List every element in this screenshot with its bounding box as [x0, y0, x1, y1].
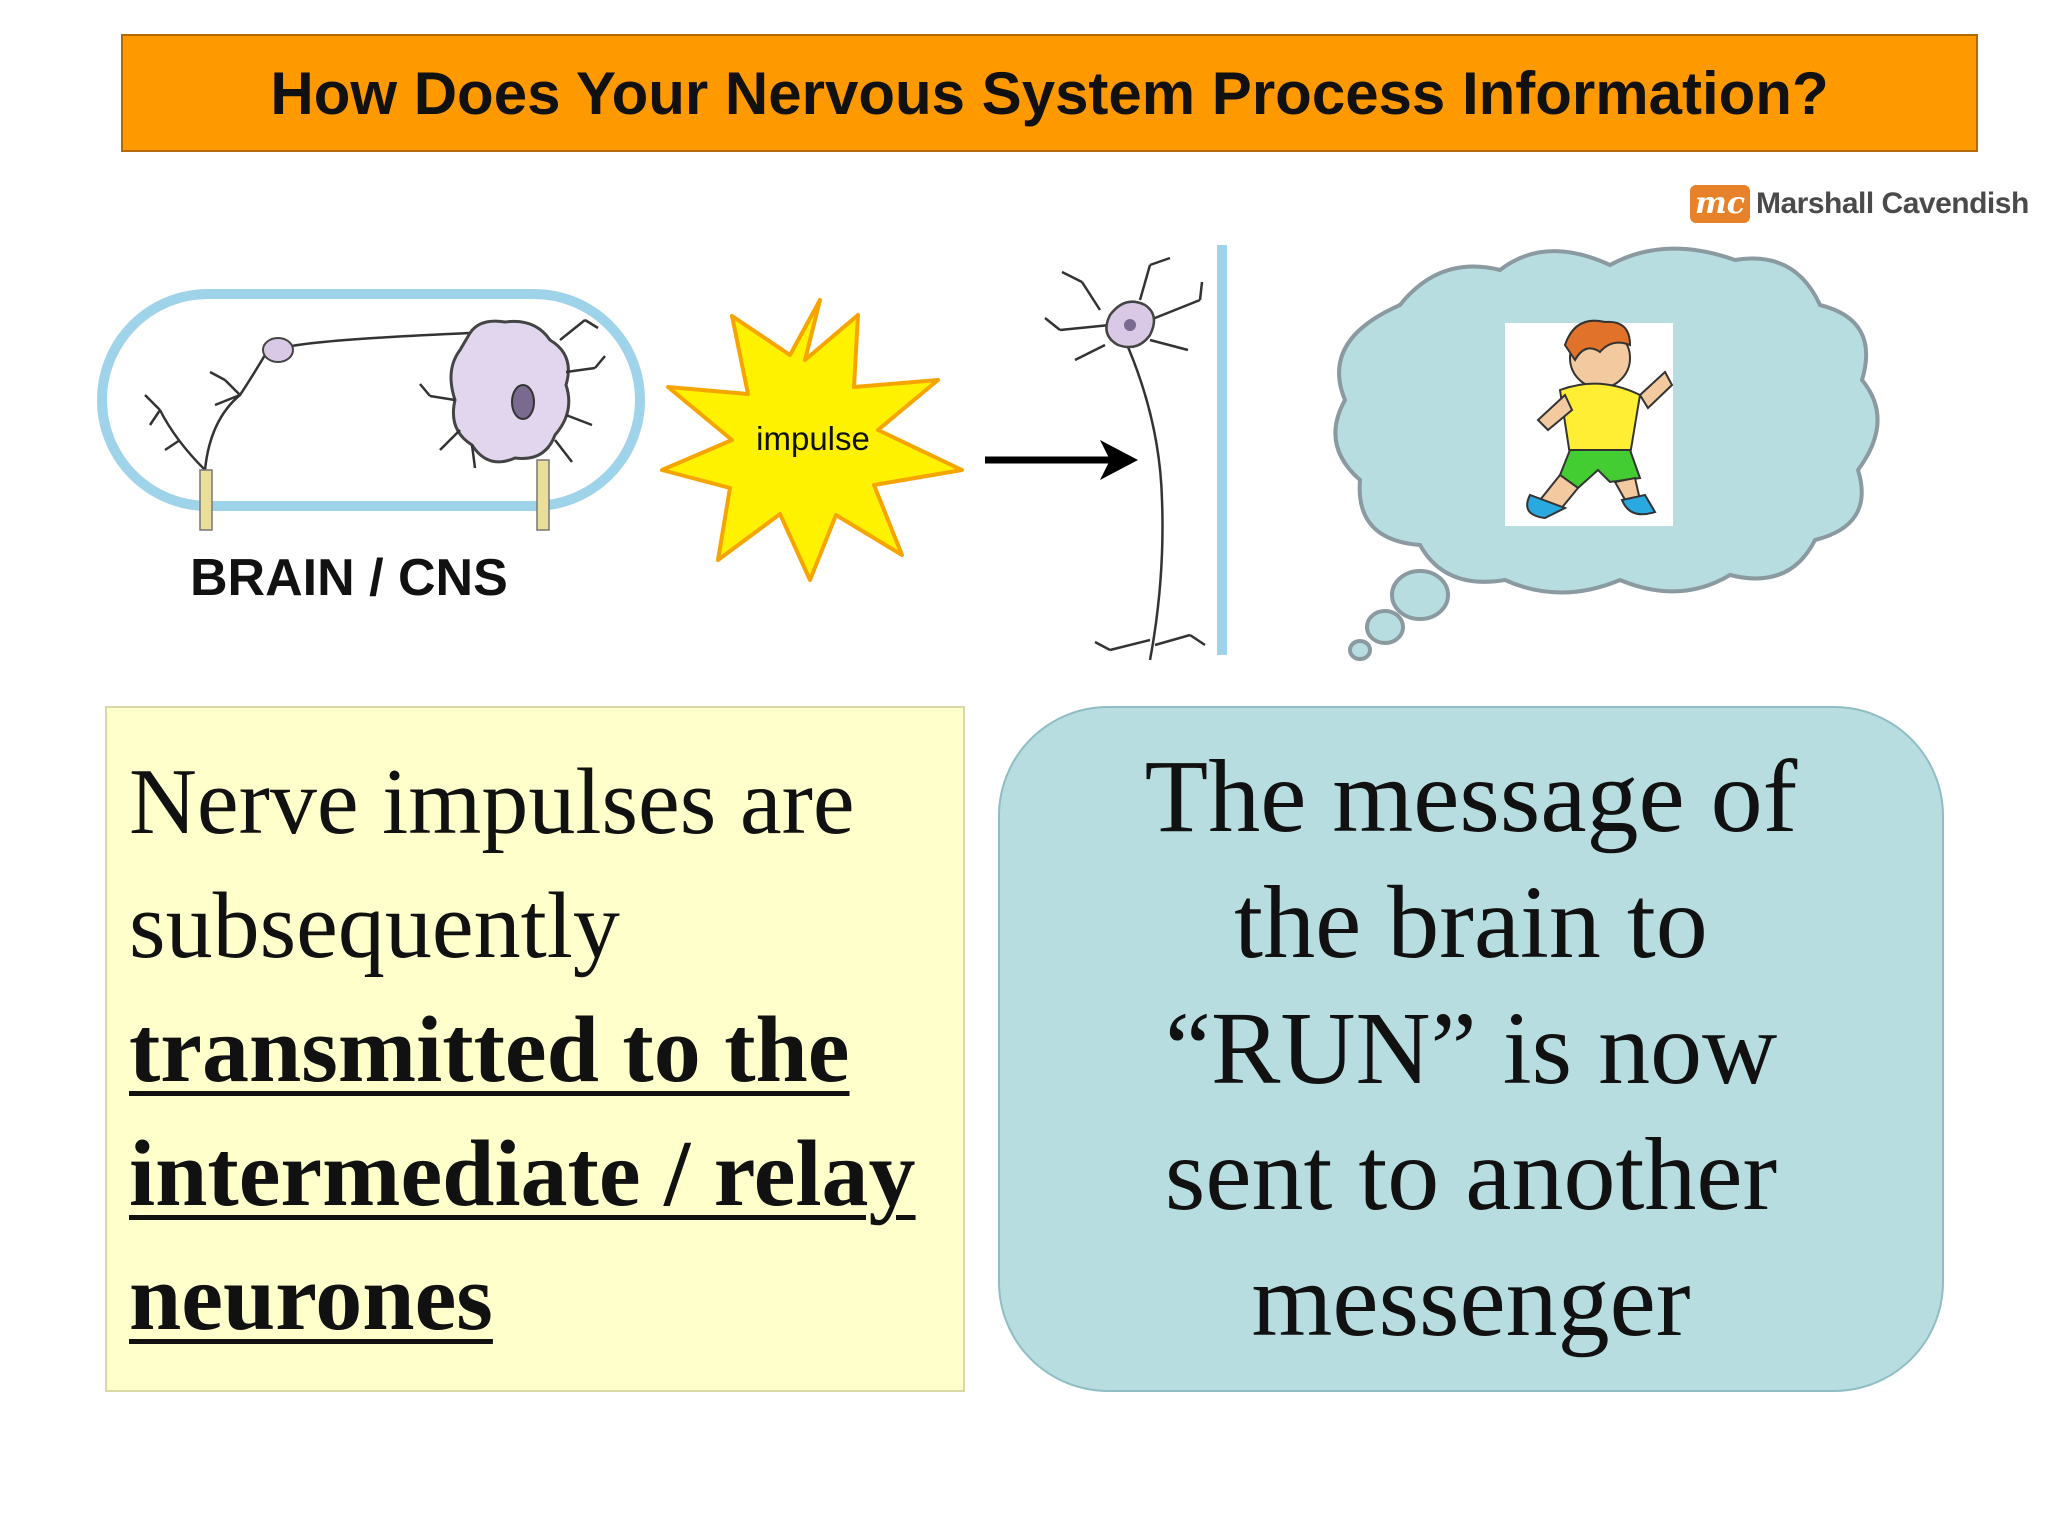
left-box-emphasis-text: transmitted to the intermediate / relay … [129, 998, 916, 1350]
impulse-label: impulse [756, 420, 870, 457]
cns-small-cell-body [262, 337, 294, 363]
publisher-logo-mark: mc [1690, 185, 1750, 223]
publisher-name: Marshall Cavendish [1756, 187, 2029, 220]
brain-cns-label: BRAIN / CNS [190, 549, 508, 607]
cns-large-cell-body [449, 319, 571, 464]
cns-fibre-left [199, 469, 213, 531]
info-box-right: The message of the brain to “RUN” is now… [998, 706, 1944, 1392]
relay-nucleus [1124, 319, 1136, 331]
info-box-left: Nerve impulses are subsequently transmit… [105, 706, 965, 1392]
right-box-text: The message of the brain to “RUN” is now… [1144, 739, 1798, 1358]
direction-arrow [985, 440, 1138, 480]
thought-bubble-medium [1365, 609, 1405, 645]
cns-large-dendrites [419, 318, 606, 469]
left-box-plain-text: Nerve impulses are subsequently [129, 750, 855, 978]
running-child-picture [1505, 319, 1674, 526]
thought-bubble-large [1390, 569, 1450, 621]
relay-neuron-illustration [1044, 245, 1227, 661]
publisher-logo: mc Marshall Cavendish [1690, 182, 2030, 226]
cns-large-nucleus [511, 384, 535, 420]
thought-bubble-small [1348, 639, 1372, 661]
brain-cns-illustration [97, 289, 645, 531]
title-banner: How Does Your Nervous System Process Inf… [121, 34, 1978, 152]
impulse-burst [660, 298, 964, 582]
page-title: How Does Your Nervous System Process Inf… [270, 59, 1829, 127]
cns-fibre-right [536, 459, 550, 531]
